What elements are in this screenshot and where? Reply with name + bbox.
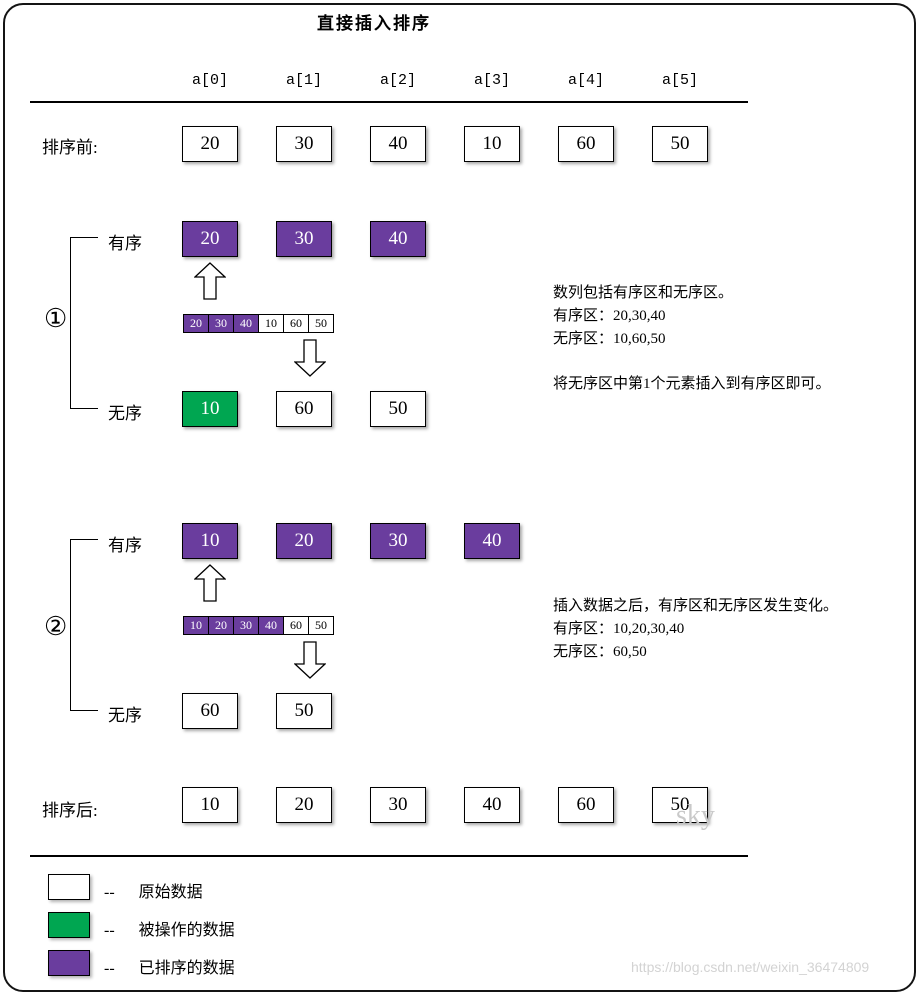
step1-number: ① bbox=[44, 304, 68, 333]
step1-ordered-cell: 20 bbox=[182, 221, 238, 257]
legend-swatch-operated bbox=[48, 912, 90, 938]
legend-swatch-original bbox=[48, 874, 90, 900]
step1-ordered-label: 有序 bbox=[108, 234, 142, 253]
step1-unordered-cell: 10 bbox=[182, 391, 238, 427]
step1-unordered-cell: 50 bbox=[370, 391, 426, 427]
step1-strip-cell: 10 bbox=[258, 314, 284, 333]
watermark-sky: sky bbox=[676, 800, 715, 831]
step1-strip-cell: 40 bbox=[233, 314, 259, 333]
step2-number: ② bbox=[44, 612, 68, 641]
before-cell: 60 bbox=[558, 126, 614, 162]
step1-strip-cell: 60 bbox=[283, 314, 309, 333]
step2-note-line: 无序区：60,50 bbox=[553, 644, 647, 660]
step1-unordered-label: 无序 bbox=[108, 404, 142, 423]
step2-unordered-cell: 50 bbox=[276, 693, 332, 729]
step2-ordered-cell: 10 bbox=[182, 523, 238, 559]
column-header-a4: a[4] bbox=[567, 72, 604, 89]
legend-item-operated: -- 被操作的数据 bbox=[104, 916, 235, 940]
step2-unordered-label: 无序 bbox=[108, 706, 142, 725]
legend-dash: -- bbox=[104, 922, 115, 939]
step2-strip-cell: 40 bbox=[258, 616, 284, 635]
step1-ordered-cell: 30 bbox=[276, 221, 332, 257]
step1-unordered-cell: 60 bbox=[276, 391, 332, 427]
step2-ordered-cell: 40 bbox=[464, 523, 520, 559]
step2-note-line: 有序区：10,20,30,40 bbox=[553, 621, 685, 637]
after-cell: 30 bbox=[370, 787, 426, 823]
column-header-a5: a[5] bbox=[661, 72, 698, 89]
step1-note-line: 有序区：20,30,40 bbox=[553, 308, 666, 324]
before-cell: 50 bbox=[652, 126, 708, 162]
step2-note-line: 插入数据之后，有序区和无序区发生变化。 bbox=[553, 598, 839, 614]
outer-border bbox=[3, 3, 916, 992]
after-cell: 20 bbox=[276, 787, 332, 823]
column-header-a1: a[1] bbox=[285, 72, 322, 89]
step2-bracket bbox=[70, 539, 98, 711]
step1-note-line: 数列包括有序区和无序区。 bbox=[553, 285, 734, 301]
before-label: 排序前: bbox=[42, 138, 98, 157]
before-cell: 30 bbox=[276, 126, 332, 162]
up-arrow-icon bbox=[194, 564, 226, 602]
step2-ordered-label: 有序 bbox=[108, 536, 142, 555]
step1-ordered-cell: 40 bbox=[370, 221, 426, 257]
down-arrow-icon bbox=[294, 339, 326, 377]
step2-strip-cell: 10 bbox=[183, 616, 209, 635]
step1-note-line: 无序区：10,60,50 bbox=[553, 331, 666, 347]
step2-ordered-cell: 30 bbox=[370, 523, 426, 559]
legend-label: 被操作的数据 bbox=[138, 922, 235, 939]
before-cell: 20 bbox=[182, 126, 238, 162]
after-cell: 60 bbox=[558, 787, 614, 823]
before-cell: 10 bbox=[464, 126, 520, 162]
after-cell: 50 bbox=[652, 787, 708, 823]
step1-strip-cell: 20 bbox=[183, 314, 209, 333]
step1-notes: 数列包括有序区和无序区。 有序区：20,30,40 无序区：10,60,50 bbox=[553, 282, 733, 351]
down-arrow-icon bbox=[294, 641, 326, 679]
bottom-divider-line bbox=[30, 855, 748, 857]
before-cell: 40 bbox=[370, 126, 426, 162]
step2-strip-cell: 50 bbox=[308, 616, 334, 635]
step1-strip-cell: 50 bbox=[308, 314, 334, 333]
step2-unordered-cell: 60 bbox=[182, 693, 238, 729]
legend-swatch-sorted bbox=[48, 950, 90, 976]
step2-strip-cell: 30 bbox=[233, 616, 259, 635]
step1-strip-cell: 30 bbox=[208, 314, 234, 333]
page-title: 直接插入排序 bbox=[317, 14, 431, 33]
column-header-a2: a[2] bbox=[379, 72, 416, 89]
legend-label: 原始数据 bbox=[138, 884, 203, 901]
step2-strip-cell: 60 bbox=[283, 616, 309, 635]
watermark-url: https://blog.csdn.net/weixin_36474809 bbox=[631, 959, 870, 975]
after-cell: 10 bbox=[182, 787, 238, 823]
legend-item-original: -- 原始数据 bbox=[104, 878, 203, 902]
after-cell: 40 bbox=[464, 787, 520, 823]
step2-strip-cell: 20 bbox=[208, 616, 234, 635]
after-label: 排序后: bbox=[42, 801, 98, 820]
legend-item-sorted: -- 已排序的数据 bbox=[104, 954, 235, 978]
step2-notes: 插入数据之后，有序区和无序区发生变化。 有序区：10,20,30,40 无序区：… bbox=[553, 595, 838, 664]
legend-dash: -- bbox=[104, 960, 115, 977]
legend-dash: -- bbox=[104, 884, 115, 901]
step1-bracket bbox=[70, 237, 98, 409]
up-arrow-icon bbox=[194, 262, 226, 300]
column-header-a3: a[3] bbox=[473, 72, 510, 89]
legend-label: 已排序的数据 bbox=[138, 960, 235, 977]
step2-ordered-cell: 20 bbox=[276, 523, 332, 559]
step1-note-action: 将无序区中第1个元素插入到有序区即可。 bbox=[553, 376, 831, 392]
column-header-a0: a[0] bbox=[191, 72, 228, 89]
top-divider-line bbox=[30, 101, 748, 103]
